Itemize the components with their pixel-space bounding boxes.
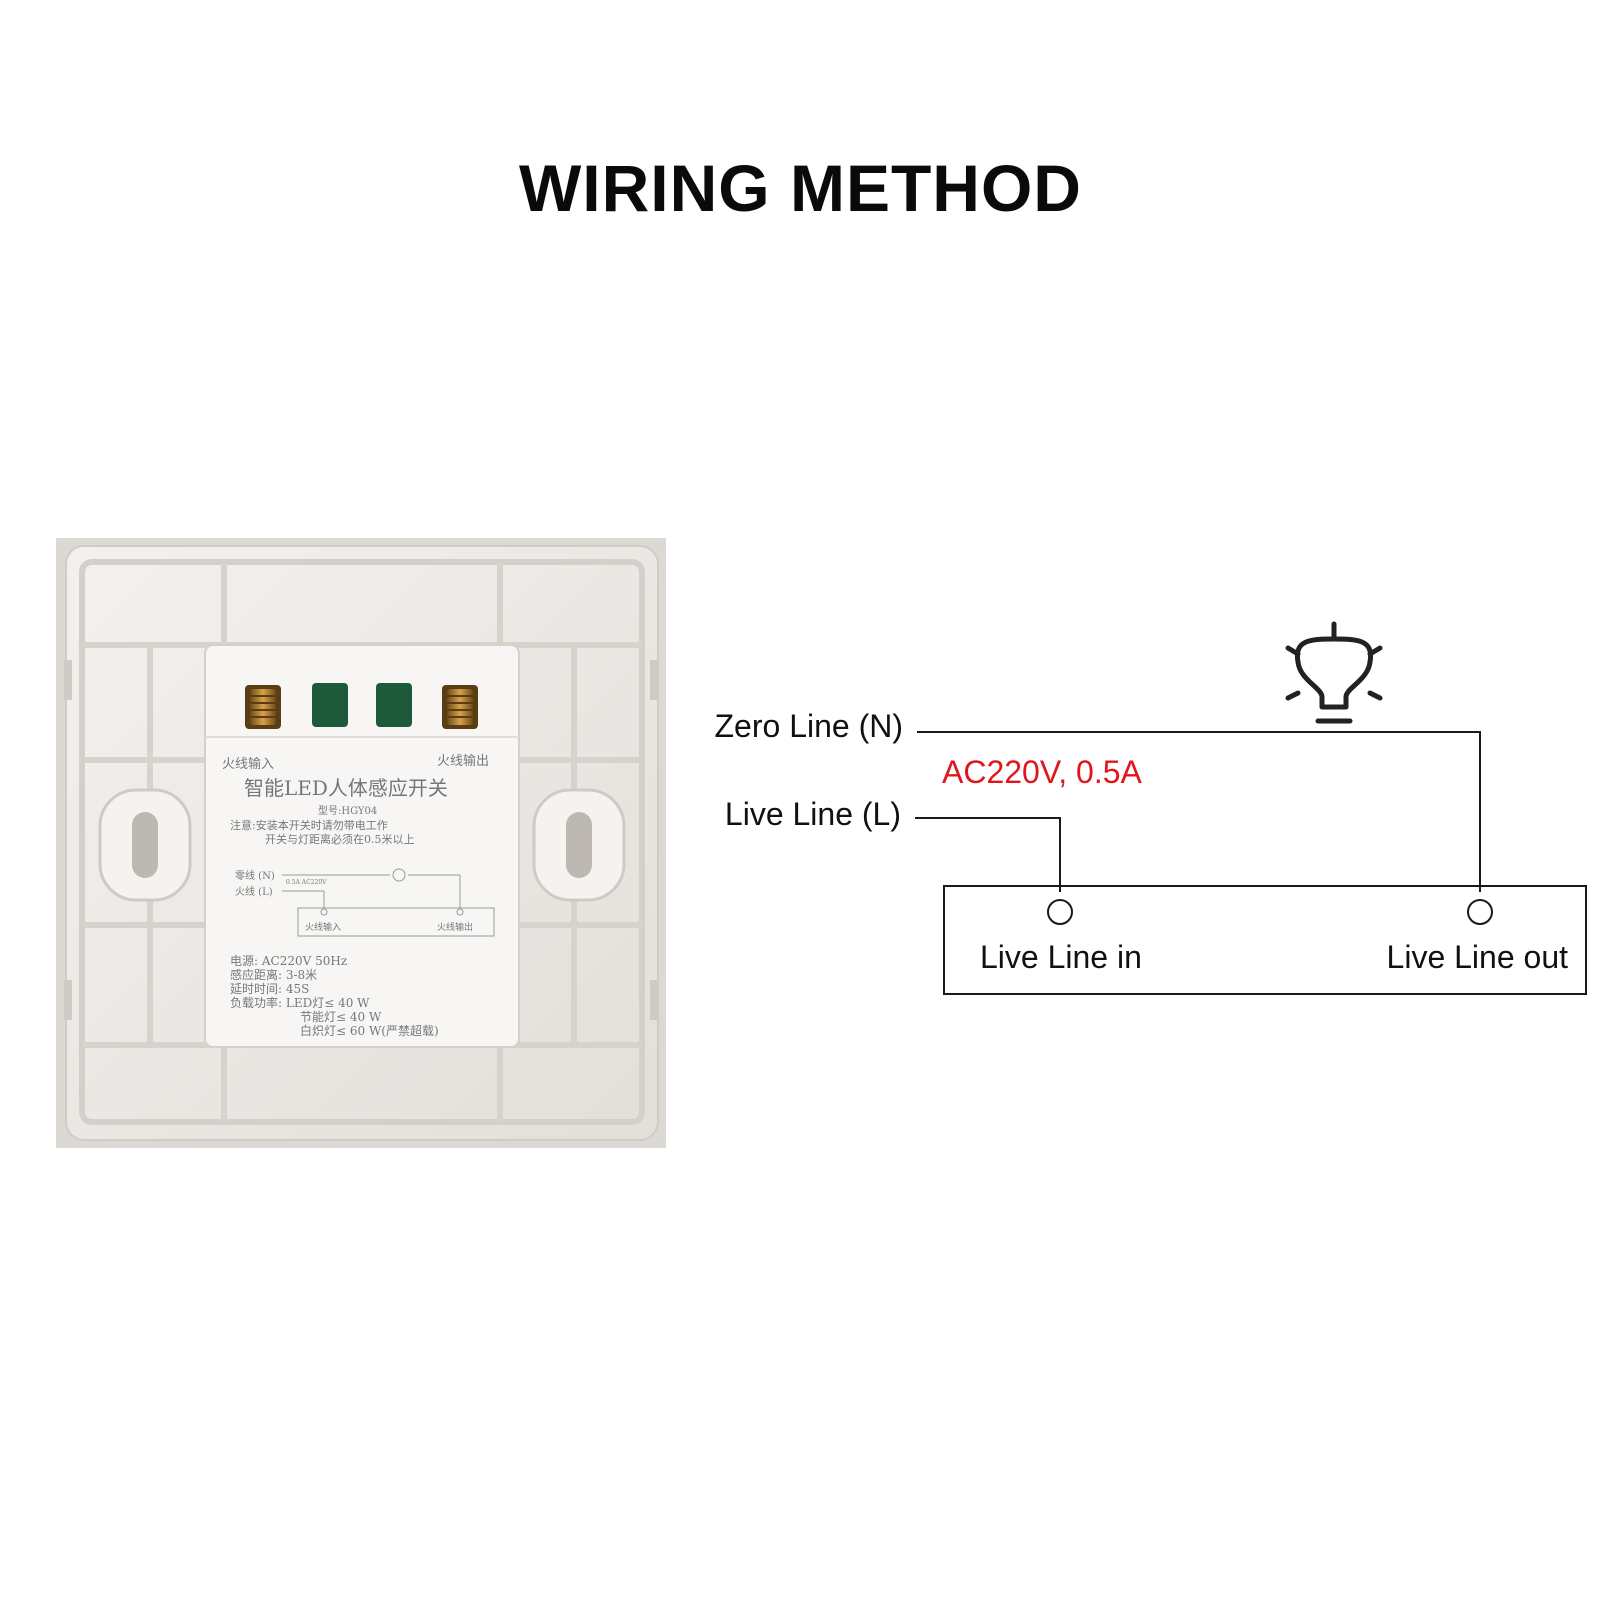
mini-live-label: 火线 (L): [235, 885, 273, 898]
terminal-in-label: Live Line in: [980, 939, 1142, 975]
terminal-out-label: Live Line out: [1387, 939, 1569, 975]
spec-load-cfl: 节能灯≤ 40 W: [300, 1010, 382, 1024]
sensor-block-1: [312, 683, 348, 727]
device-model: 型号:HGY04: [318, 804, 377, 817]
device-notice-2: 开关与灯距离必须在0.5米以上: [265, 832, 415, 846]
terminal-screw-left: [245, 685, 281, 729]
device-notice-1: 注意:安装本开关时请勿带电工作: [230, 818, 388, 832]
mini-rating-label: 0.5A AC220V: [286, 879, 327, 886]
mini-zero-label: 零线 (N): [235, 869, 275, 882]
terminal-out-circle: [1467, 899, 1493, 925]
mounting-hole-left: [98, 788, 192, 902]
page-title: WIRING METHOD: [519, 151, 1082, 225]
spec-range: 感应距离: 3-8米: [230, 967, 317, 982]
live-line-label: Live Line (L): [725, 796, 901, 832]
mini-bulb-icon: [392, 868, 406, 882]
mini-in-label: 火线输入: [305, 921, 341, 933]
device-label-output: 火线输出: [437, 753, 489, 769]
device-product-name: 智能LED人体感应开关: [244, 776, 448, 800]
terminal-screw-right: [442, 685, 478, 729]
switch-back-plate: 火线输入 火线输出 智能LED人体感应开关 型号:HGY04 注意:安装本开关时…: [56, 538, 666, 1148]
light-bulb-icon: [1285, 621, 1383, 724]
spec-load-inc: 白炽灯≤ 60 W(严禁超载): [300, 1023, 439, 1038]
mini-out-label: 火线输出: [437, 921, 473, 933]
terminal-in-circle: [1047, 899, 1073, 925]
spec-load-led: 负载功率: LED灯≤ 40 W: [230, 995, 370, 1010]
schematic: Zero Line (N) Live Line (L) AC220V, 0.5A…: [715, 621, 1587, 995]
sensor-block-2: [376, 683, 412, 727]
spec-delay: 延时时间: 45S: [230, 982, 309, 996]
device-label-input: 火线输入: [222, 756, 274, 772]
zero-line-wire: [917, 731, 1481, 892]
rating-label: AC220V, 0.5A: [942, 754, 1143, 790]
live-line-wire: [915, 817, 1061, 892]
zero-line-label: Zero Line (N): [715, 708, 904, 744]
device-mini-diagram: 零线 (N) 火线 (L) 0.5A AC220V 火线输入 火线输出: [235, 868, 495, 937]
switch-terminal-box: [943, 885, 1587, 995]
mounting-hole-right: [532, 788, 626, 902]
spec-power: 电源: AC220V 50Hz: [230, 954, 347, 968]
switch-module: [204, 644, 520, 1048]
